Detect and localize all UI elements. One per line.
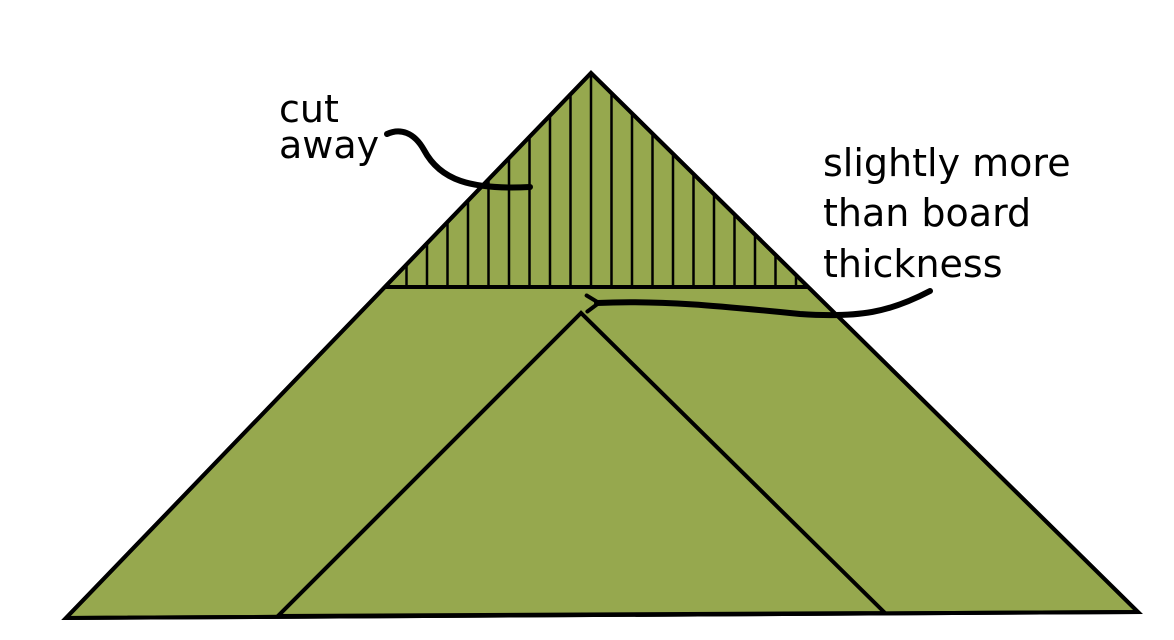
cut-away-line-1: cut <box>279 87 339 131</box>
board-thickness-line-1: slightly more <box>823 141 1071 185</box>
cut-away-leader <box>384 128 533 191</box>
board-thickness-line-2: than board <box>823 191 1031 235</box>
cut-away-label: cut away <box>279 87 379 167</box>
board-thickness-line-3: thickness <box>823 242 1003 286</box>
cut-away-line-2: away <box>279 123 379 167</box>
outer-triangle-outline <box>61 70 1143 621</box>
board-thickness-label: slightly more than board thickness <box>823 141 1083 286</box>
board-thickness-arrow <box>584 288 933 319</box>
cut-away-hatching <box>405 73 798 287</box>
